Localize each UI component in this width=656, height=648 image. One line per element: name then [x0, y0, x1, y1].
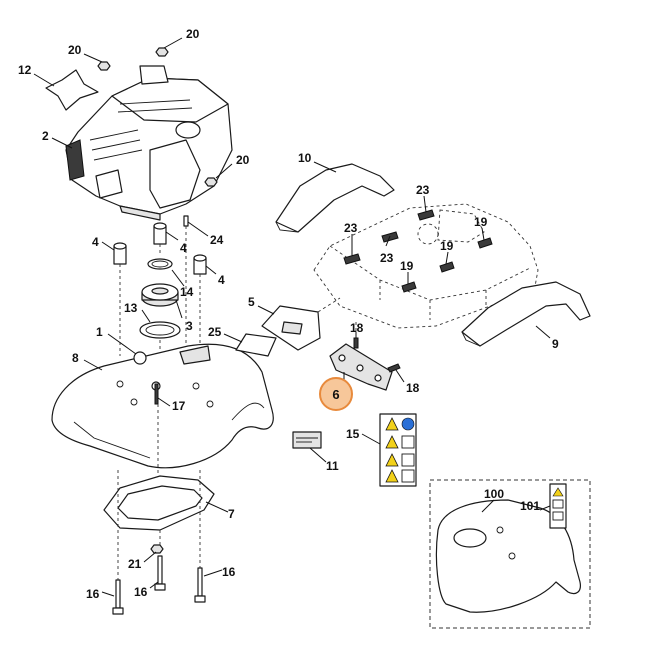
stud-19-mid[interactable]: [439, 261, 455, 273]
bracket-6[interactable]: [329, 343, 393, 391]
spacer-4-right[interactable]: [193, 254, 207, 275]
cover-9[interactable]: [461, 281, 591, 347]
bolt-16-right[interactable]: [194, 567, 206, 603]
nut-20-side[interactable]: [204, 177, 218, 187]
screw-18-top[interactable]: [353, 337, 359, 349]
bushing-3[interactable]: [141, 283, 179, 307]
nut-21[interactable]: [150, 544, 164, 554]
plate-5[interactable]: [261, 305, 321, 351]
spacer-4-left[interactable]: [113, 242, 127, 265]
inset-detail: [429, 479, 591, 629]
callout-15[interactable]: 15: [346, 427, 360, 441]
callout-24[interactable]: 24: [210, 233, 224, 247]
callout-7[interactable]: 7: [228, 507, 235, 521]
callout-4-right[interactable]: 4: [218, 273, 225, 287]
callout-10[interactable]: 10: [298, 151, 312, 165]
callout-23-left[interactable]: 23: [344, 221, 358, 235]
cover-10[interactable]: [275, 163, 395, 233]
callout-101[interactable]: 101: [520, 499, 540, 513]
callout-3[interactable]: 3: [186, 319, 193, 333]
callout-20-top-right[interactable]: 20: [186, 27, 200, 41]
callout-4-mid[interactable]: 4: [180, 241, 187, 255]
gasket-12[interactable]: [45, 69, 99, 111]
callout-11[interactable]: 11: [326, 459, 339, 473]
callout-18-right[interactable]: 18: [406, 381, 420, 395]
callout-labels: 20 20 20 12 2 10 23 23 23 19 19 19 24 4 …: [18, 27, 559, 601]
engine-part[interactable]: [65, 65, 233, 221]
callout-12[interactable]: 12: [18, 63, 32, 77]
o-ring-14[interactable]: [147, 258, 173, 270]
highlighted-callout-label: 6: [332, 387, 339, 402]
housing-8[interactable]: [51, 343, 274, 469]
callout-20-side[interactable]: 20: [236, 153, 250, 167]
callout-17[interactable]: 17: [172, 399, 186, 413]
callout-16-mid[interactable]: 16: [134, 585, 148, 599]
bolt-16-left[interactable]: [112, 579, 124, 615]
nut-20-top[interactable]: [97, 61, 111, 71]
callout-13[interactable]: 13: [124, 301, 138, 315]
chassis-frame: [313, 203, 539, 329]
bolt-17[interactable]: [154, 383, 159, 405]
callout-19-low[interactable]: 19: [400, 259, 414, 273]
callout-4-left[interactable]: 4: [92, 235, 99, 249]
callout-19-mid[interactable]: 19: [440, 239, 454, 253]
housing-100[interactable]: [435, 499, 581, 613]
warning-label-15[interactable]: [379, 413, 417, 487]
screw-18-right[interactable]: [387, 363, 401, 373]
callout-16-left[interactable]: 16: [86, 587, 100, 601]
callout-1[interactable]: 1: [96, 325, 103, 339]
pin-24[interactable]: [183, 215, 189, 227]
callout-8[interactable]: 8: [72, 351, 79, 365]
callout-23-mid[interactable]: 23: [380, 251, 394, 265]
callout-14[interactable]: 14: [180, 285, 194, 299]
stud-23-left[interactable]: [343, 253, 361, 265]
callout-9[interactable]: 9: [552, 337, 559, 351]
leader-lines: [33, 37, 551, 597]
gasket-frame-7[interactable]: [103, 475, 215, 531]
callout-20-top-left[interactable]: 20: [68, 43, 82, 57]
stud-19-low[interactable]: [401, 281, 417, 293]
stud-23-top[interactable]: [417, 209, 435, 221]
callout-2[interactable]: 2: [42, 129, 49, 143]
callout-19-right[interactable]: 19: [474, 215, 488, 229]
callout-23-top[interactable]: 23: [416, 183, 430, 197]
stud-19-right[interactable]: [477, 237, 493, 249]
label-11[interactable]: [292, 431, 322, 449]
nut-20-top-right[interactable]: [155, 47, 169, 57]
callout-18-top[interactable]: 18: [350, 321, 364, 335]
seal-ring-13[interactable]: [139, 321, 181, 339]
label-25[interactable]: [235, 333, 277, 357]
callout-5[interactable]: 5: [248, 295, 255, 309]
callout-25[interactable]: 25: [208, 325, 222, 339]
callout-21[interactable]: 21: [128, 557, 142, 571]
callout-100[interactable]: 100: [484, 487, 504, 501]
bolt-16-mid[interactable]: [154, 555, 166, 591]
highlighted-callout-6[interactable]: 6: [319, 372, 353, 411]
spacer-4-mid[interactable]: [153, 222, 167, 245]
warning-label-101[interactable]: [549, 483, 567, 529]
callout-16-right[interactable]: 16: [222, 565, 236, 579]
